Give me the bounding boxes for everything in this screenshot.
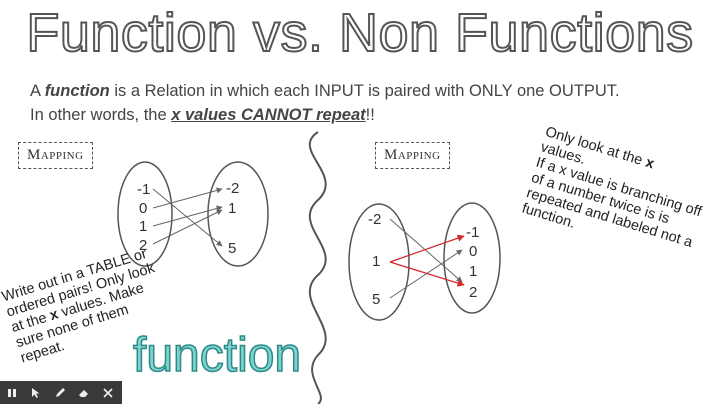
mapping-arrow [389, 249, 463, 299]
left-output-value: 5 [228, 240, 236, 257]
left-output-oval [207, 161, 269, 267]
left-input-value: 0 [139, 200, 147, 217]
presentation-toolbar [0, 381, 122, 404]
page-title: Function vs. Non Functions [25, 2, 694, 64]
right-output-oval [443, 202, 501, 314]
left-output-value: -2 [226, 180, 239, 197]
mapping-label-right: Mapping [375, 142, 450, 169]
mapping-arrow [152, 205, 223, 227]
function-word: function [132, 328, 302, 383]
left-input-value: -1 [137, 181, 150, 198]
close-icon[interactable] [96, 381, 120, 404]
pointer-icon[interactable] [24, 381, 48, 404]
left-input-value: 2 [139, 237, 147, 254]
mapping-arrow [389, 218, 463, 283]
definition-line-2: In other words, the x values CANNOT repe… [30, 106, 375, 124]
mapping-arrow [152, 187, 223, 209]
right-output-value: -1 [466, 224, 479, 241]
right-output-value: 0 [469, 243, 477, 260]
function-keyword: function [44, 82, 110, 100]
right-output-value: 2 [469, 284, 477, 301]
right-input-oval [348, 203, 410, 321]
pause-icon[interactable] [0, 381, 24, 404]
repeat-arrow [389, 234, 465, 263]
left-input-value: 1 [139, 218, 147, 235]
left-input-oval [117, 161, 173, 267]
mapping-arrow [152, 188, 223, 247]
definition-line-1: A function is a Relation in which each I… [30, 82, 620, 100]
right-input-value: -2 [368, 211, 381, 228]
pen-icon[interactable] [48, 381, 72, 404]
right-input-value: 5 [372, 291, 380, 308]
eraser-icon[interactable] [72, 381, 96, 404]
right-output-value: 1 [469, 263, 477, 280]
mapping-label-left: Mapping [18, 142, 93, 169]
wavy-divider [308, 131, 327, 404]
mapping-arrow [152, 209, 223, 245]
right-input-value: 1 [372, 253, 380, 270]
x-values-emphasis: x values CANNOT repeat [171, 106, 366, 124]
left-output-value: 1 [228, 200, 236, 217]
